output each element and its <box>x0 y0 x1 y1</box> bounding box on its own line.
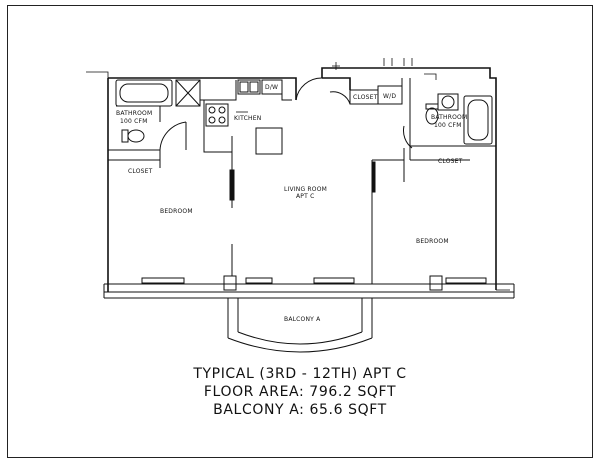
label-closet-entry: CLOSET <box>353 94 378 101</box>
closet-door-swing <box>329 91 351 105</box>
kitchen-counter <box>199 80 237 101</box>
label-closet-right: CLOSET <box>438 158 463 165</box>
range <box>205 103 229 127</box>
caption-typical: TYPICAL (3RD - 12TH) APT C <box>193 366 407 382</box>
label-washer-dryer: W/D <box>383 93 397 100</box>
exterior-wall-top-right <box>378 67 497 150</box>
balcony-door-right <box>429 275 443 291</box>
label-closet-left: CLOSET <box>128 168 153 175</box>
exterior-wall-top-left <box>108 77 297 100</box>
window-living-right <box>313 277 355 284</box>
window-living-left <box>245 277 273 284</box>
label-kitchen: KITCHEN <box>234 115 262 122</box>
closet-right-wall <box>403 148 470 182</box>
label-bathroom-left-cfm: 100 CFM <box>120 118 148 125</box>
bath-left-door-swing <box>159 121 187 151</box>
label-balcony: BALCONY A <box>284 316 321 323</box>
label-bathroom-left: BATHROOM <box>116 110 153 117</box>
bath-right-door-swing <box>403 125 413 149</box>
exterior-wall-top-middle <box>322 77 351 90</box>
bedroom-right-wall <box>371 159 404 284</box>
window-bedroom-left <box>141 277 185 284</box>
entry-door-swing <box>295 77 323 101</box>
balcony-outline <box>227 298 373 353</box>
sink <box>237 79 261 95</box>
label-living-room-apt: APT C <box>296 193 315 200</box>
caption-balcony-area: BALCONY A: 65.6 SQFT <box>213 402 387 418</box>
label-living-room: LIVING ROOM <box>284 186 328 193</box>
kitchen-island <box>255 127 283 155</box>
bath-left-wall <box>108 105 161 151</box>
kitchen-wall <box>203 100 233 168</box>
entry-notch <box>321 67 378 78</box>
toilet-right <box>425 107 439 125</box>
lav-sink-right <box>441 95 455 109</box>
caption-floor-area: FLOOR AREA: 796.2 SQFT <box>203 384 397 400</box>
label-dishwasher: D/W <box>265 84 279 91</box>
window-bedroom-right <box>445 277 487 284</box>
toilet-left <box>127 129 145 143</box>
label-bathroom-right: BATHROOM <box>431 114 468 121</box>
label-bathroom-right-cfm: 100 CFM <box>434 122 462 129</box>
page-border <box>7 5 593 458</box>
bathtub-right <box>463 95 493 145</box>
label-bedroom-right: BEDROOM <box>416 238 449 245</box>
balcony-door-left <box>223 275 237 291</box>
slab-edge <box>103 283 515 299</box>
closet-left-wall <box>108 150 161 168</box>
label-bedroom-left: BEDROOM <box>160 208 193 215</box>
